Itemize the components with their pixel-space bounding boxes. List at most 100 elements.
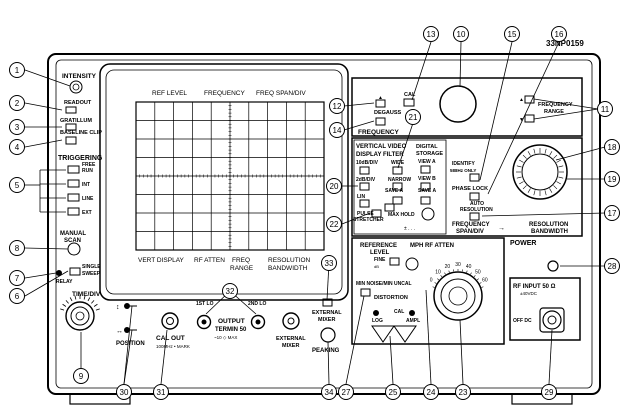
ampl-cal-adjust[interactable] (409, 310, 415, 316)
callout-16: 16 (551, 26, 567, 42)
cal-out-connector[interactable] (161, 312, 179, 330)
single-sweep-button[interactable] (69, 267, 81, 276)
min-noise-button[interactable] (360, 288, 371, 297)
crt-label-rf-atten: RF ATTEN (194, 257, 225, 264)
triggering-buttons: FREE RUN INT LINE EXT (67, 162, 96, 216)
lin-button[interactable] (359, 199, 370, 208)
gratillum-switch[interactable] (65, 123, 77, 131)
second-lo-output-connector[interactable] (250, 314, 266, 330)
ext-mixer-label-4: MIXER (282, 343, 299, 349)
crt-label-vert-display: VERT DISPLAY (138, 257, 185, 264)
phase-lock-button[interactable] (469, 192, 480, 201)
save-a-storage-button[interactable] (420, 196, 431, 205)
intensity-control[interactable]: INTENSITY (62, 73, 97, 94)
svg-text:▲: ▲ (519, 97, 524, 103)
time-div-knob[interactable] (65, 301, 95, 331)
span-resolution-knob[interactable] (512, 144, 568, 200)
frequency-knob[interactable] (439, 85, 477, 123)
fine-knob[interactable] (405, 257, 419, 271)
cal-out-sub-label: 100MHz • MARK (156, 344, 190, 349)
reference-level-knob[interactable] (433, 271, 483, 321)
min-noise-label: MIN NOISE/MIN UNCAL (356, 281, 412, 287)
log-label: LOG (372, 318, 383, 324)
span-knob-scale-ticks (516, 148, 564, 196)
view-b-button[interactable] (420, 182, 431, 191)
save-a-button[interactable] (392, 196, 403, 205)
mph-rf-atten-label: MPH RF ATTEN (410, 243, 454, 249)
vvdf-label-2: DISPLAY FILTER (356, 152, 404, 158)
callout-29: 29 (541, 384, 557, 400)
line-button[interactable] (67, 193, 80, 202)
power-switch[interactable] (547, 260, 559, 272)
svg-text:22: 22 (330, 220, 339, 229)
db-div-10-label: 10dB/DIV (356, 160, 379, 166)
cal2-label: CAL (394, 309, 404, 315)
svg-text:18: 18 (608, 143, 617, 152)
external-mixer-connector[interactable] (282, 312, 300, 330)
position-label: POSITION (116, 341, 145, 347)
baseline-clip-button[interactable] (65, 136, 77, 145)
log-cal-adjust[interactable] (373, 310, 379, 316)
readout-switch[interactable] (65, 106, 77, 114)
ext-label: EXT (82, 210, 92, 216)
relay-label: RELAY (56, 279, 73, 285)
svg-text:33: 33 (325, 259, 334, 268)
frequency-range-buttons: ▲ ▼ (519, 95, 535, 123)
identify-button[interactable] (469, 173, 480, 182)
save-a-label-1: SAVE A (385, 188, 403, 194)
callout-20: 20 (326, 178, 342, 194)
identify-label-2: 588Hz ONLY (450, 168, 476, 173)
callout-18: 18 (604, 139, 620, 155)
crt-label-res-bw-1: RESOLUTION (268, 257, 311, 264)
termin-label: TERMIN 50 (215, 327, 247, 333)
horizontal-position-control[interactable]: ↕ ↔ (116, 303, 137, 335)
narrow-button[interactable] (392, 182, 403, 191)
relay-indicator (56, 270, 62, 276)
vvdf-label-1: VERTICAL VIDEO (356, 144, 407, 150)
ref-up-button[interactable] (375, 99, 386, 108)
svg-text:27: 27 (342, 388, 351, 397)
db-div-10-button[interactable] (359, 166, 370, 175)
view-a-button[interactable] (420, 165, 431, 174)
scan-label: SCAN (64, 238, 81, 244)
callout-1: 1 (9, 62, 25, 78)
reference-level-panel (351, 237, 505, 345)
callout-28: 28 (604, 258, 620, 274)
first-lo-label: 1ST LO (196, 301, 214, 307)
crt-label-res-bw-2: BANDWIDTH (268, 265, 308, 272)
callout-27: 27 (338, 384, 354, 400)
cal-button[interactable] (403, 98, 415, 107)
int-button[interactable] (67, 179, 80, 188)
auto-resolution-button[interactable] (469, 212, 480, 221)
callout-3: 3 (9, 119, 25, 135)
cal-out-label: CAL OUT (156, 335, 185, 342)
sweep-label: SWEEP (82, 271, 101, 277)
pulse-stretcher-label-1: PULSE (357, 211, 374, 217)
arrow-to-rbw: → (498, 225, 505, 232)
power-label: POWER (510, 240, 536, 247)
reference-label-1: REFERENCE (360, 243, 397, 249)
crt-label-freq-span-div: FREQ SPAN/DIV (256, 90, 306, 97)
callout-13: 13 (423, 26, 439, 42)
callout-25: 25 (385, 384, 401, 400)
db-div-2-button[interactable] (359, 182, 370, 191)
degauss-button[interactable] (375, 117, 386, 126)
freq-range-down-button[interactable] (524, 114, 535, 123)
external-mixer-button[interactable] (322, 298, 333, 307)
freq-range-up-button[interactable] (524, 95, 535, 104)
ext-button[interactable] (67, 207, 80, 216)
callout-4: 4 (9, 139, 25, 155)
peaking-label: PEAKING (312, 348, 340, 354)
free-run-button[interactable] (67, 165, 80, 174)
wide-button[interactable] (392, 166, 403, 175)
storage-level-knob[interactable] (421, 207, 435, 221)
max-hold-button[interactable] (384, 203, 395, 212)
first-lo-output-connector[interactable] (196, 314, 212, 330)
callout-14: 14 (329, 122, 345, 138)
fine-button[interactable] (389, 257, 400, 266)
rf-input-panel (509, 277, 581, 341)
pulse-stretcher-button[interactable] (371, 209, 382, 218)
atten-scale-label: 60 (482, 278, 488, 284)
